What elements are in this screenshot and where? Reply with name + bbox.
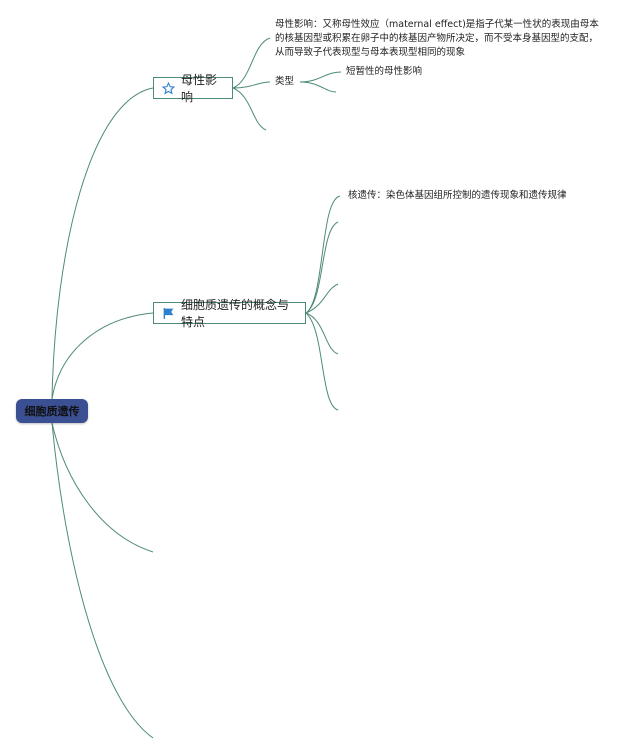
link-root-branch3 xyxy=(51,422,154,553)
link-b2-c4 xyxy=(305,312,339,355)
link-b2-c5 xyxy=(305,312,339,411)
link-type-empty xyxy=(299,81,337,93)
maternal-effect-definition[interactable]: 母性影响：又称母性效应（maternal effect)是指子代某一性状的表现由… xyxy=(275,19,599,58)
link-b2-c2 xyxy=(305,221,339,314)
branch-maternal-effect[interactable]: 母性影响 xyxy=(153,73,233,104)
link-b2-core xyxy=(305,195,341,314)
flag-icon xyxy=(162,307,175,320)
branch-maternal-effect-label: 母性影响 xyxy=(181,73,218,104)
link-b2-c3 xyxy=(305,283,339,314)
link-root-branch1 xyxy=(51,87,154,400)
link-b1-definition xyxy=(232,37,271,89)
root-topic[interactable]: 细胞质遗传 xyxy=(16,399,88,423)
type-node[interactable]: 类型 xyxy=(275,76,295,87)
nuclear-inheritance-node[interactable]: 核遗传：染色体基因组所控制的遗传现象和遗传规律 xyxy=(348,190,567,201)
star-icon xyxy=(162,81,175,95)
link-type-short xyxy=(299,71,342,83)
branch-concept-label: 细胞质遗传的概念与特点 xyxy=(181,298,290,329)
link-b1-empty xyxy=(232,87,267,131)
link-root-branch4 xyxy=(51,422,154,739)
branch-cytoplasmic-inheritance-concept[interactable]: 细胞质遗传的概念与特点 xyxy=(153,298,306,329)
short-term-maternal-effect-node[interactable]: 短暂性的母性影响 xyxy=(346,66,423,77)
root-topic-label: 细胞质遗传 xyxy=(24,405,80,418)
link-root-branch2 xyxy=(51,312,154,400)
link-b1-type xyxy=(232,81,271,89)
